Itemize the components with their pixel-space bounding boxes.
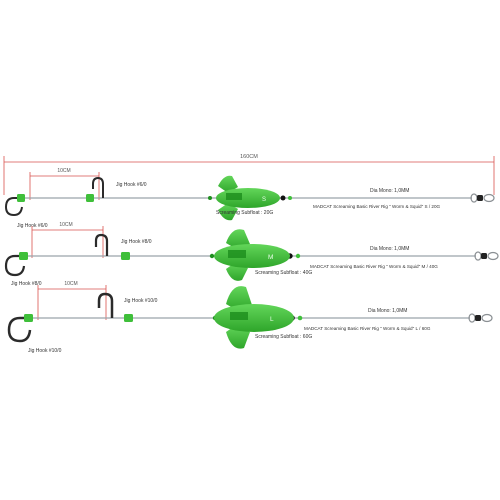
brand-logo (226, 193, 242, 200)
brand-logo (228, 250, 246, 258)
overall-dimension: 160CM (3, 154, 495, 195)
brand-logo (230, 312, 248, 320)
hook-spacing-label: 10CM (57, 168, 70, 174)
hook-icon (92, 176, 104, 198)
subfloat: L (212, 286, 303, 349)
float-size-letter: S (262, 197, 266, 203)
hook-spacing-dimension: 10CM (29, 168, 100, 200)
hook-sleeve (86, 194, 94, 202)
hook-top-label: Jig Hook #10/0 (124, 298, 158, 304)
subfloat: S (208, 175, 292, 221)
overall-length-label: 160CM (240, 154, 258, 160)
rig-s: 10CM Jig Hook #6/0 Jig Hook #6/0 S Screa… (4, 168, 495, 229)
subfloat: M (209, 229, 301, 281)
mono-label: Dia Mono: 1,0MM (370, 246, 409, 252)
hook-sleeve (24, 314, 33, 322)
product-label: MADCAT Screaming Basic River Rig " Worm … (310, 264, 438, 269)
float-size-letter: M (268, 254, 273, 261)
hook-icon (7, 316, 32, 343)
float-label: Screaming Subfloat : 60G (255, 334, 312, 340)
hook-bottom-label: Jig Hook #10/0 (28, 348, 62, 354)
hook-spacing-label: 10CM (64, 281, 77, 287)
snap-swivel-icon (470, 193, 495, 203)
hook-icon (4, 197, 23, 217)
hook-top-label: Jig Hook #8/0 (121, 239, 152, 245)
rig-m: 10CM Jig Hook #8/0 Jig Hook #8/0 M Screa… (4, 222, 499, 287)
hook-sleeve (124, 314, 133, 322)
hook-top-label: Jig Hook #6/0 (116, 182, 147, 188)
hook-spacing-dimension: 10CM (31, 222, 104, 258)
product-label: MADCAT Screaming Basic River Rig " Worm … (313, 204, 441, 209)
float-label: Screaming Subfloat : 20G (216, 210, 273, 216)
float-size-letter: L (270, 316, 274, 323)
product-label: MADCAT Screaming Basic River Rig " Worm … (304, 326, 431, 331)
hook-icon (97, 292, 114, 318)
mono-label: Dia Mono: 1,0MM (368, 308, 407, 314)
snap-swivel-icon (474, 251, 499, 261)
rig-l: 10CM Jig Hook #10/0 Jig Hook #10/0 L Scr… (7, 281, 493, 354)
hook-spacing-dimension: 10CM (37, 281, 107, 320)
hook-sleeve (17, 194, 25, 202)
snap-swivel-icon (468, 313, 493, 323)
hook-sleeve (19, 252, 28, 260)
mono-label: Dia Mono: 1,0MM (370, 188, 409, 194)
hook-icon (94, 233, 109, 256)
hook-icon (4, 254, 26, 277)
hook-spacing-label: 10CM (59, 222, 72, 228)
hook-sleeve (121, 252, 130, 260)
float-label: Screaming Subfloat : 40G (255, 270, 312, 276)
hook-bottom-label: Jig Hook #8/0 (11, 281, 42, 287)
